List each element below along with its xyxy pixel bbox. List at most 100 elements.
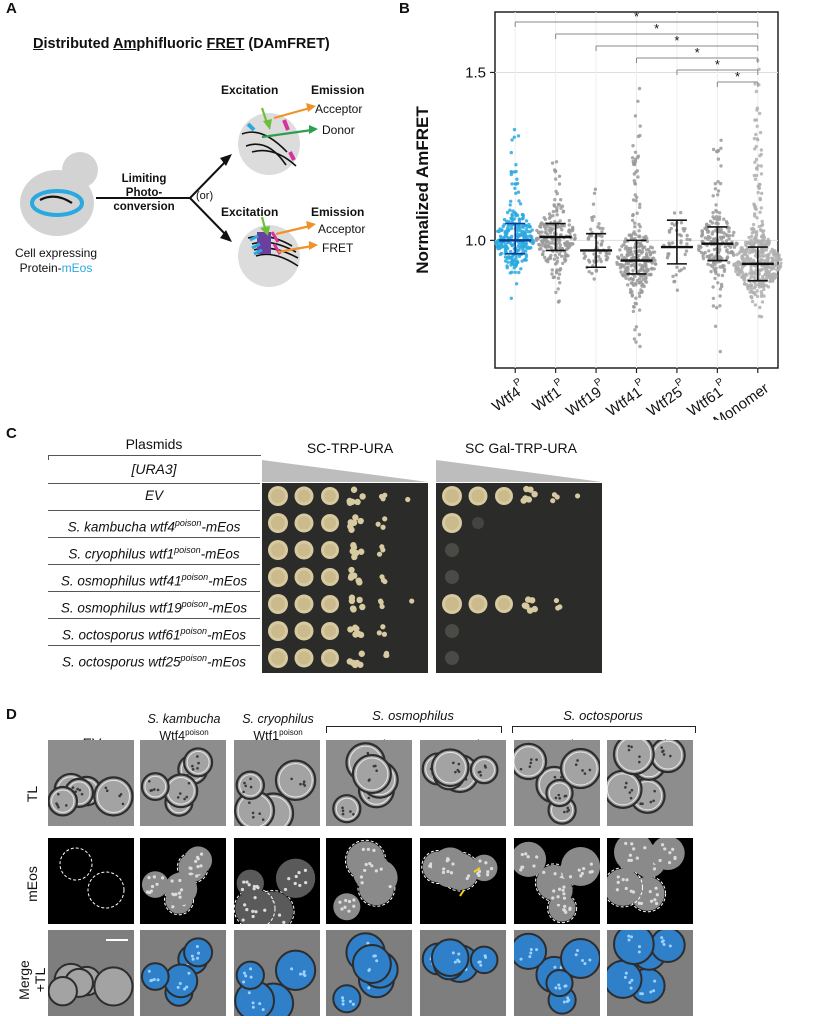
data-point xyxy=(540,230,544,234)
single-colony xyxy=(356,596,363,604)
data-point xyxy=(637,234,641,239)
data-point xyxy=(648,272,653,276)
single-colony xyxy=(553,597,560,604)
single-colony xyxy=(379,574,385,580)
data-point xyxy=(650,246,655,250)
data-point xyxy=(598,257,602,261)
data-point xyxy=(685,237,689,242)
data-point xyxy=(571,242,575,246)
data-point xyxy=(638,242,643,247)
data-point xyxy=(510,220,514,224)
data-point xyxy=(509,241,513,246)
column-species: S. cryophilus xyxy=(242,712,314,726)
data-point xyxy=(722,267,727,272)
data-point xyxy=(750,299,755,304)
data-point xyxy=(718,349,722,354)
data-point xyxy=(500,228,504,232)
data-point xyxy=(600,234,604,239)
data-point xyxy=(521,244,526,248)
strain-suffix: -mEos xyxy=(207,627,247,643)
data-point xyxy=(770,247,774,252)
single-colony xyxy=(379,603,385,610)
data-point xyxy=(550,161,555,165)
data-point xyxy=(510,234,514,239)
significance-star: * xyxy=(674,33,679,48)
data-point xyxy=(768,279,772,284)
data-point xyxy=(552,257,557,261)
data-point xyxy=(601,226,605,231)
data-point xyxy=(634,302,639,306)
data-point xyxy=(756,164,760,168)
data-point xyxy=(518,202,523,206)
faint-spot xyxy=(472,517,484,529)
y-axis-label: Normalized AmFRET xyxy=(413,106,432,274)
data-point xyxy=(710,221,715,225)
data-point xyxy=(715,306,719,310)
data-point xyxy=(592,191,597,195)
cell-caption: Cell expressing Protein-mEos xyxy=(14,246,98,276)
data-point xyxy=(737,251,741,255)
data-point xyxy=(570,228,575,233)
colony-spot-center xyxy=(271,516,285,530)
single-colony xyxy=(382,492,388,498)
data-point xyxy=(675,288,680,292)
data-point xyxy=(771,272,776,276)
data-point xyxy=(716,157,721,161)
data-point xyxy=(513,270,517,274)
data-point xyxy=(555,256,560,260)
data-point xyxy=(755,216,759,220)
data-point xyxy=(759,284,764,289)
colony-spot-center xyxy=(271,624,285,638)
data-point xyxy=(654,262,658,266)
data-point xyxy=(667,252,671,256)
data-point xyxy=(750,296,754,300)
data-point xyxy=(682,266,686,270)
data-point xyxy=(524,255,528,259)
data-point xyxy=(526,230,530,234)
data-point xyxy=(638,202,642,206)
strain-suffix: -mEos xyxy=(208,573,248,589)
data-point xyxy=(713,262,717,267)
data-point xyxy=(558,219,562,223)
data-point xyxy=(529,246,533,250)
data-point xyxy=(703,250,707,255)
data-point xyxy=(749,242,753,247)
data-point xyxy=(556,276,561,280)
x-tick-superscript: P xyxy=(633,376,645,389)
data-point xyxy=(535,228,539,233)
data-point xyxy=(719,138,723,142)
data-point xyxy=(516,190,521,194)
plasmids-header: Plasmids xyxy=(125,436,183,452)
data-point xyxy=(524,223,528,228)
data-point xyxy=(638,263,642,267)
x-tick-superscript: P xyxy=(714,376,726,389)
data-point xyxy=(752,291,757,295)
data-point xyxy=(553,253,557,257)
data-point xyxy=(629,281,633,285)
data-point xyxy=(703,236,707,240)
data-point xyxy=(713,324,718,328)
data-point xyxy=(626,253,630,257)
data-point xyxy=(752,214,757,218)
colony-spot-center xyxy=(445,489,459,503)
data-point xyxy=(759,206,763,210)
data-point xyxy=(543,230,548,234)
single-colony xyxy=(409,598,415,604)
data-point xyxy=(637,308,642,312)
plasmids-bracket xyxy=(48,455,261,460)
data-point xyxy=(749,272,754,277)
data-point xyxy=(560,204,565,208)
data-point xyxy=(524,258,528,262)
colony-spot-center xyxy=(324,544,336,556)
data-point xyxy=(770,260,774,264)
data-point xyxy=(712,217,716,221)
data-point xyxy=(699,250,704,255)
data-point xyxy=(763,258,767,263)
plate1-label: SC-TRP-URA xyxy=(306,440,394,456)
single-colony xyxy=(348,526,355,533)
data-point xyxy=(528,224,532,229)
colony-spot-center xyxy=(498,490,510,502)
data-point xyxy=(758,305,762,310)
group-osmophilus: S. osmophilus xyxy=(372,708,454,723)
data-point xyxy=(510,255,514,260)
